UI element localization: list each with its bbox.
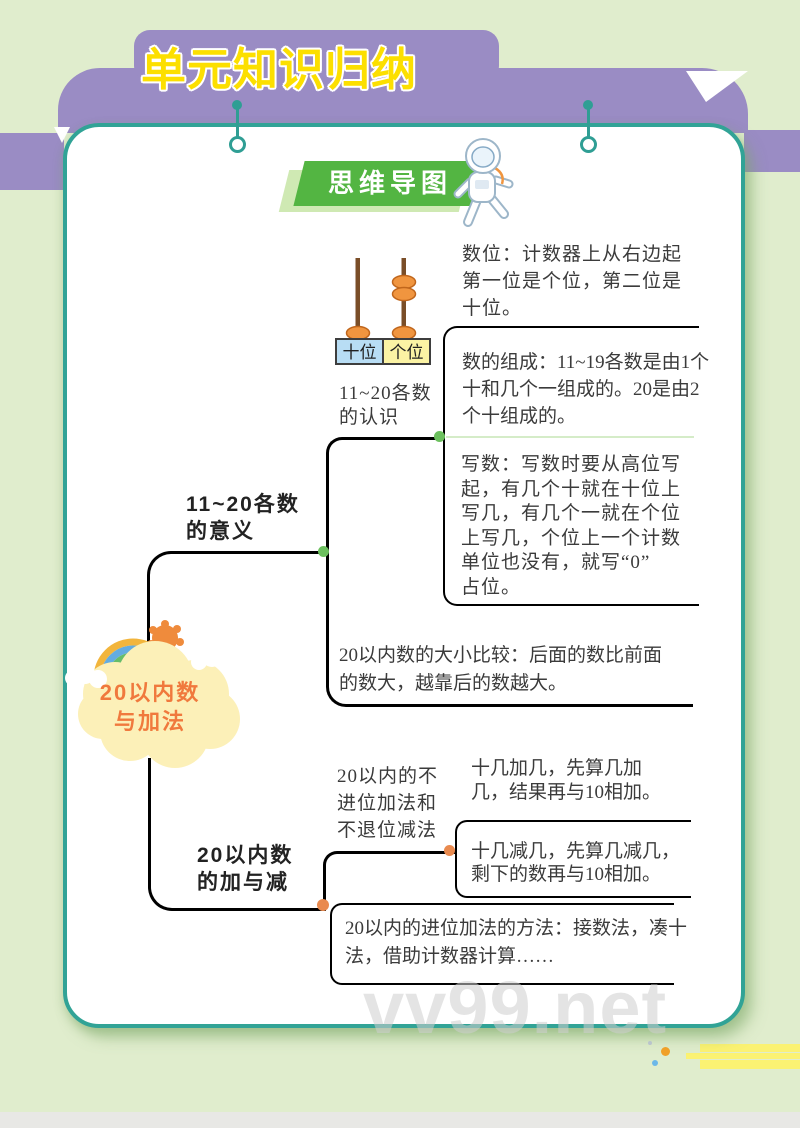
banner-left-tail	[0, 133, 64, 190]
astronaut-icon	[453, 138, 514, 227]
watermark: vv99.net	[363, 966, 668, 1049]
note-zucheng: 数的组成：11~19各数是由1个 十和几个一组成的。20是由2 个十组成的。	[462, 352, 710, 427]
branch-line-green	[326, 553, 693, 707]
yellow-trail-icon	[686, 1053, 800, 1059]
banner-right-tail	[744, 130, 800, 172]
branch-dot	[318, 546, 329, 557]
note-daxiaobijiao: 20以内数的大小比较：后面的数比前面 的数大，越靠后的数越大。	[339, 645, 663, 694]
branch-line-orange	[323, 851, 456, 906]
decor-dot	[652, 1060, 658, 1066]
title-background	[134, 30, 499, 82]
note-jinweijiafa: 20以内的进位加法的方法：接数法，凑十 法，借助计数器计算……	[345, 918, 688, 967]
cloud-puff-icon	[65, 645, 237, 688]
decor-dot	[661, 1047, 670, 1056]
note-xieshu: 写数：写数时要从高位写 起，有几个十就在十位上 写几，有几个一就在个位 上写几，…	[461, 454, 682, 598]
page-footer-strip	[0, 1112, 800, 1128]
note-divider-green	[446, 436, 694, 438]
yellow-trail-icon	[700, 1060, 800, 1069]
branch-dot	[317, 899, 329, 911]
note-bracket-orange	[330, 903, 674, 985]
branch-dot	[444, 845, 455, 856]
branch-line-green	[326, 437, 444, 558]
branch2-label: 20以内数 的加与减	[197, 844, 294, 894]
note-bracket-green	[443, 326, 699, 606]
note-jiaji: 十几加几，先算几加 几，结果再与10相加。	[471, 758, 662, 803]
tens-place-label: 十位	[343, 343, 377, 362]
branch2-sub-label: 20以内的不 进位加法和 不退位减法	[337, 766, 439, 841]
root-node-label: 20以内数 与加法	[99, 680, 201, 734]
branch1-sub-label: 11~20各数 的认识	[339, 383, 432, 428]
note-jianji: 十几减几，先算几减几， 剩下的数再与10相加。	[471, 841, 681, 885]
root-cloud-node	[65, 620, 240, 768]
yellow-trail-icon	[700, 1044, 800, 1052]
branch-line-green	[147, 551, 326, 649]
branch-dot	[434, 431, 445, 442]
ones-place-label: 个位	[390, 343, 424, 362]
banner-fold-icon	[686, 71, 748, 102]
page-title: 单元知识归纳	[141, 44, 418, 95]
note-bracket-orange	[455, 820, 691, 898]
decor-dot	[648, 1041, 652, 1045]
note-shuwei: 数位：计数器上从右边起 第一位是个位，第二位是 十位。	[462, 244, 683, 319]
banner-notch-icon	[54, 127, 70, 143]
abacus-illustration: 十位 个位	[335, 258, 431, 365]
branch1-label: 11~20各数 的意义	[186, 493, 300, 543]
branch-line-orange	[148, 758, 326, 911]
